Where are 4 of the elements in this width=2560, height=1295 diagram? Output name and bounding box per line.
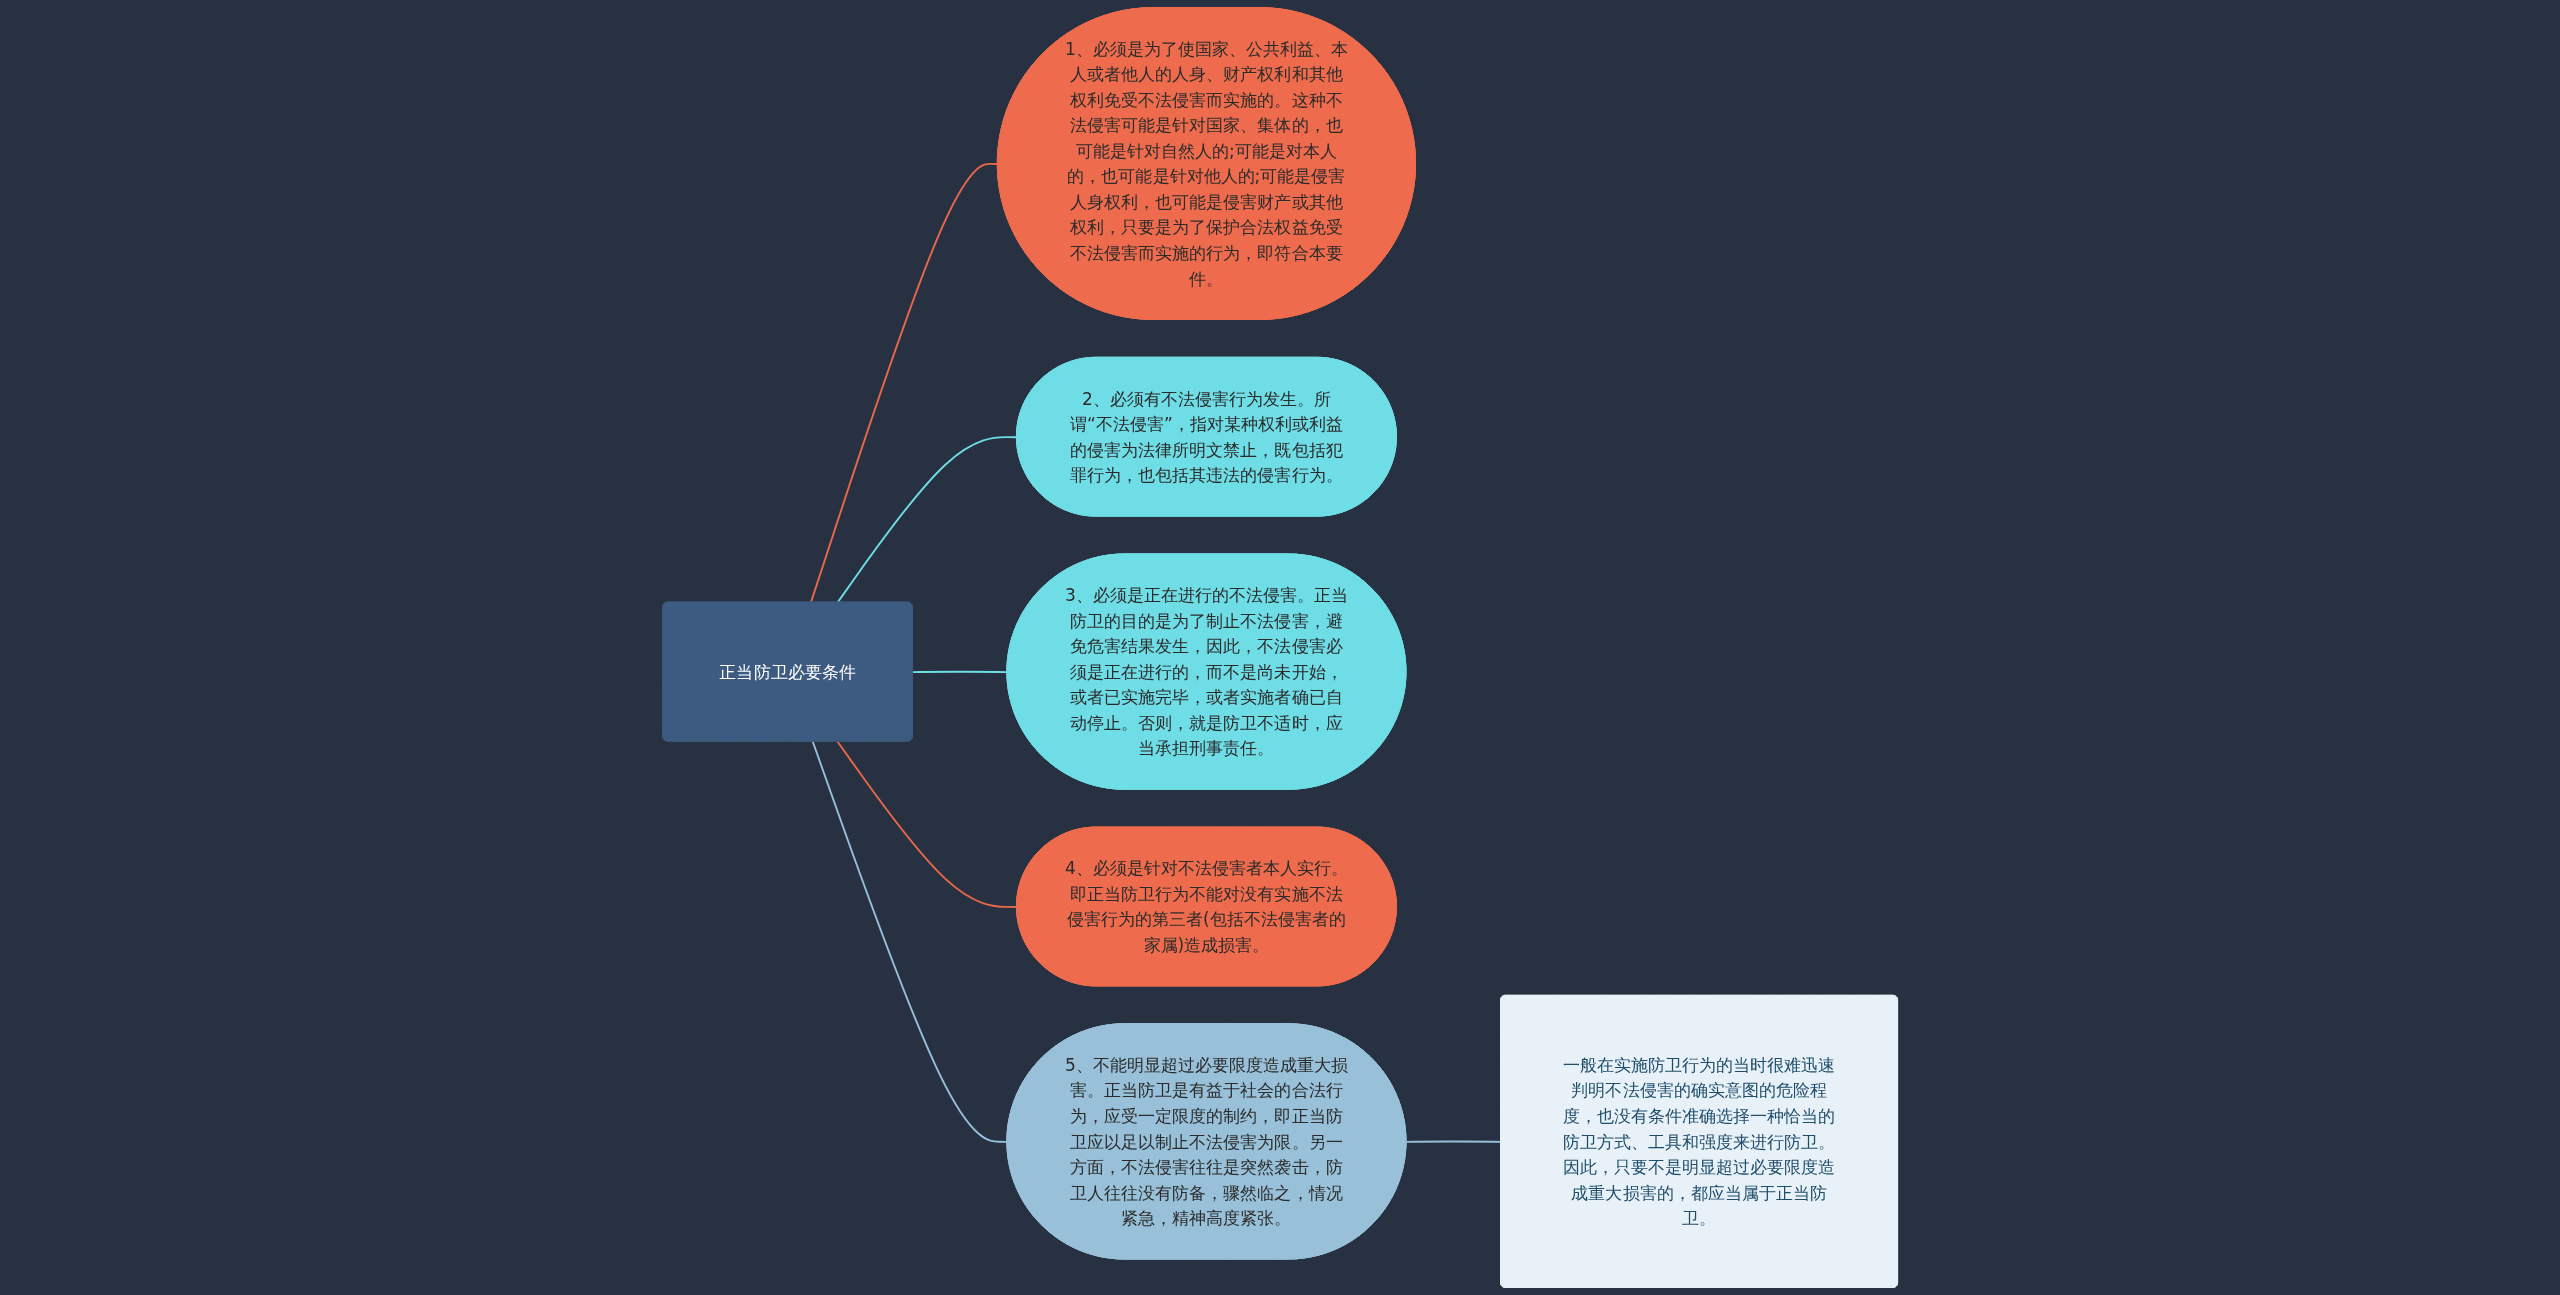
connector	[809, 162, 999, 604]
connector	[836, 740, 1018, 908]
connector	[1405, 1140, 1502, 1143]
connector	[836, 436, 1018, 604]
